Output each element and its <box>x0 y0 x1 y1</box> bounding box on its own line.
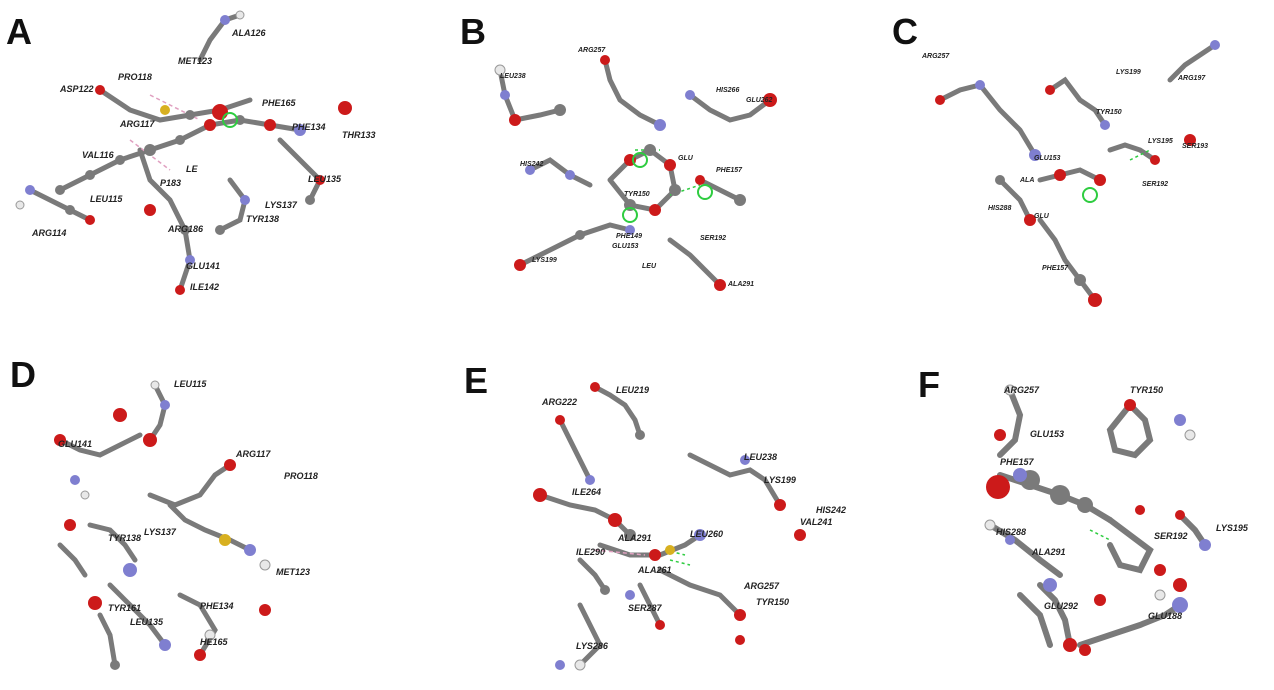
molecule-view: ALA126 MET123 PRO118 ASP122 PHE165 ARG11… <box>15 10 376 295</box>
residue-label: ALA261 <box>637 565 672 575</box>
residue-label: ALA291 <box>727 281 754 288</box>
molecule-view: ARG257 TYR150 GLU153 PHE157 HIS288 ALA29… <box>984 384 1249 656</box>
residue-label: VAL241 <box>800 517 832 527</box>
residue-label: TYR150 <box>1096 109 1122 116</box>
residue-label: ALA291 <box>617 533 652 543</box>
residue-label: ALA126 <box>231 28 267 38</box>
residue-label: HE165 <box>200 637 229 647</box>
residue-label: PHE157 <box>716 167 743 174</box>
residue-label: MET123 <box>276 567 310 577</box>
residue-label: ARG117 <box>119 119 155 129</box>
panel-e: E <box>420 345 846 685</box>
residue-label: SER192 <box>1154 531 1188 541</box>
residue-label: LYS195 <box>1216 523 1249 533</box>
residue-label: LEU115 <box>174 379 207 389</box>
residue-label: GLU <box>1034 213 1050 220</box>
panel-letter: B <box>460 11 486 52</box>
residue-label: ILE142 <box>190 282 219 292</box>
residue-label: TYR161 <box>108 603 141 613</box>
panel-f: F <box>850 345 1270 685</box>
panel-letter: E <box>464 360 489 401</box>
residue-label: LEU260 <box>690 529 723 539</box>
residue-label: GLU262 <box>746 97 773 104</box>
residue-label: LE <box>186 164 198 174</box>
panel-letter: C <box>892 11 918 52</box>
residue-label: PRO118 <box>284 471 318 481</box>
residue-label: GLU153 <box>1034 155 1061 162</box>
residue-label: SER287 <box>628 603 663 613</box>
residue-label: ARG114 <box>31 228 66 238</box>
residue-label: ILE264 <box>572 487 601 497</box>
residue-label: PHE157 <box>1000 457 1035 467</box>
panel-letter: F <box>918 364 940 405</box>
panel-c: C ARG257 LYS199 TYR150 ARG <box>850 0 1270 340</box>
residue-label: ARG257 <box>1003 385 1040 395</box>
residue-label: LYS195 <box>1148 138 1173 145</box>
panel-letter: D <box>10 354 36 395</box>
residue-label: ARG222 <box>541 397 577 407</box>
residue-label: GLU141 <box>58 439 92 449</box>
residue-label: LEU238 <box>744 452 777 462</box>
residue-label: PHE149 <box>616 233 642 240</box>
residue-label: ARG257 <box>743 581 780 591</box>
panel-a: A <box>0 0 420 340</box>
residue-label: HIS242 <box>816 505 846 515</box>
residue-label: THR133 <box>342 130 376 140</box>
residue-label: LEU219 <box>616 385 649 395</box>
residue-label: ILE290 <box>576 547 605 557</box>
residue-label: HIS266 <box>716 87 739 94</box>
residue-label: ASP122 <box>59 84 94 94</box>
panel-letter: A <box>6 11 32 52</box>
residue-label: LEU <box>642 263 657 270</box>
molecule-view: LEU115 GLU141 ARG117 PRO118 TYR138 LYS13… <box>54 379 318 670</box>
residue-label: PHE165 <box>262 98 297 108</box>
residue-label: ALA291 <box>1031 547 1066 557</box>
residue-label: GLU141 <box>186 261 220 271</box>
residue-label: VAL116 <box>82 150 115 160</box>
residue-label: PRO118 <box>118 72 152 82</box>
residue-label: GLU153 <box>612 243 639 250</box>
residue-label: TYR150 <box>756 597 789 607</box>
residue-label: ARG117 <box>235 449 271 459</box>
residue-label: GLU <box>678 155 694 162</box>
residue-label: PHE134 <box>200 601 234 611</box>
molecule-view: ARG257 LEU238 HIS266 GLU262 HIS242 GLU P… <box>494 47 777 291</box>
residue-label: ARG257 <box>577 47 606 54</box>
residue-label: LEU135 <box>308 174 342 184</box>
residue-label: P183 <box>160 178 181 188</box>
residue-label: LYS137 <box>144 527 177 537</box>
molecule-view: LEU219 ARG222 LEU238 LYS199 ILE264 HIS24… <box>533 382 846 671</box>
residue-label: TYR138 <box>246 214 279 224</box>
residue-label: ARG186 <box>167 224 204 234</box>
residue-label: SER192 <box>700 235 726 242</box>
residue-label: GLU292 <box>1044 601 1078 611</box>
residue-label: LEU135 <box>130 617 164 627</box>
residue-label: SER193 <box>1182 143 1208 150</box>
molecule-view: ARG257 LYS199 TYR150 ARG197 LYS195 SER19… <box>921 40 1220 307</box>
residue-label: MET123 <box>178 56 212 66</box>
residue-label: LYS199 <box>1116 69 1141 76</box>
residue-label: TYR138 <box>108 533 141 543</box>
residue-label: HIS242 <box>520 161 543 168</box>
residue-label: TYR150 <box>624 191 650 198</box>
residue-label: ALA <box>1019 177 1034 184</box>
residue-label: ARG197 <box>1177 75 1206 82</box>
residue-label: LYS286 <box>576 641 609 651</box>
residue-label: PHE157 <box>1042 265 1069 272</box>
residue-label: ARG257 <box>921 53 950 60</box>
residue-label: HIS288 <box>988 205 1011 212</box>
residue-label: PHE134 <box>292 122 326 132</box>
residue-label: LYS137 <box>265 200 298 210</box>
residue-label: LYS199 <box>532 257 557 264</box>
residue-label: SER192 <box>1142 181 1168 188</box>
residue-label: HIS288 <box>996 527 1026 537</box>
panel-b: B <box>420 0 840 340</box>
residue-label: LEU238 <box>500 73 526 80</box>
residue-label: LEU115 <box>90 194 123 204</box>
panel-d: D LEU115 GLU141 ARG11 <box>0 345 420 685</box>
residue-label: GLU153 <box>1030 429 1064 439</box>
residue-label: TYR150 <box>1130 385 1163 395</box>
residue-label: LYS199 <box>764 475 796 485</box>
residue-label: GLU188 <box>1148 611 1182 621</box>
